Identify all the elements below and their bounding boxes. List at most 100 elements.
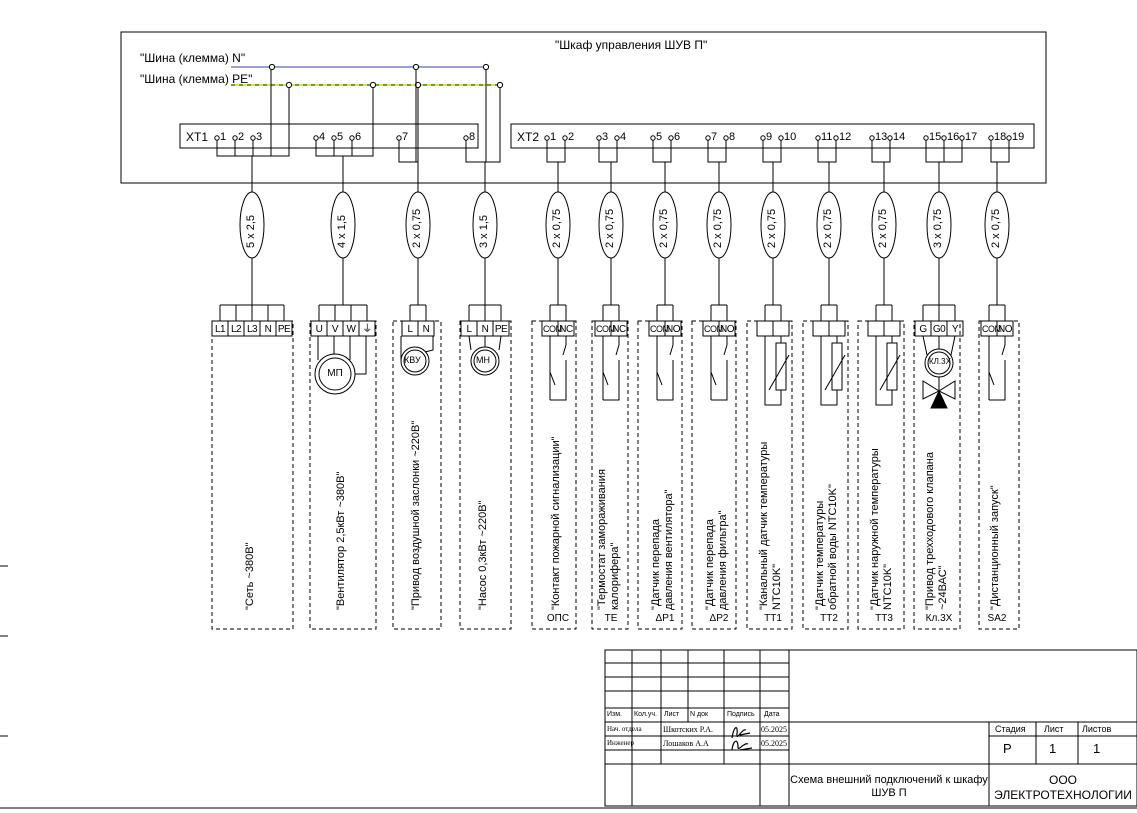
device-2-caption-line-0: "Вентилятор 2,5кВт ~380В": [334, 471, 347, 610]
signature-2: [731, 740, 753, 751]
tb-stage-label: Стадия: [995, 724, 1026, 734]
pump-lead: [468, 335, 472, 351]
device-13-ref: SA2: [987, 613, 1007, 624]
device-5-ref: ОПС: [546, 613, 570, 624]
device-6-terminal-0: COM: [596, 324, 616, 334]
device-7-caption-line-0: "Датчик перепада: [650, 519, 662, 610]
wire-xt2-pair: [598, 140, 618, 163]
xt2-terminal-19: 19: [1012, 131, 1025, 143]
device-13-caption-line-0: "Дистанционный запуск": [988, 485, 1001, 610]
xt2-terminal-12: 12: [839, 131, 852, 143]
xt2-terminal-14: 14: [893, 131, 906, 143]
device-8-terminal-1: NO: [720, 324, 735, 335]
xt1-terminal-2: 2: [238, 131, 245, 143]
thermistor-body: [831, 342, 843, 391]
device-1-terminal-0: L1: [214, 324, 226, 335]
device-12-ref: Кл.3Х: [925, 613, 953, 624]
wire-xt1-8: [465, 70, 487, 163]
xt1-terminal-dot: [250, 135, 256, 141]
xt2-terminal-dot: [778, 135, 784, 141]
xt2-terminal-dot: [544, 135, 550, 141]
xt2-terminal-3: 3: [602, 131, 609, 143]
bus-pe-node: [496, 81, 504, 89]
xt1-terminal-5: 5: [337, 131, 344, 143]
tb-date-1: 05.2025: [761, 739, 787, 748]
device-10-terminal-box: [828, 320, 846, 337]
xt1-terminal-dot: [331, 135, 337, 141]
fan-motor-label: МП: [327, 368, 343, 379]
device-3-terminal-box: [417, 320, 435, 337]
xt1-terminal-3: 3: [256, 131, 263, 143]
device-1-caption-line-0: "Сеть ~380В": [243, 542, 256, 610]
device-8-ref: ΔP2: [709, 613, 729, 624]
switch-return: [603, 360, 620, 401]
switch-blade-4: [549, 371, 556, 386]
xt2-terminal-dot: [988, 135, 994, 141]
tb-header-1: Кол.уч.: [634, 711, 657, 718]
tb-date-0: 05.2025: [761, 725, 787, 734]
xt1-terminal-6: 6: [355, 131, 362, 143]
device-3-caption-line-0: "Привод воздушной заслонки ~220В": [409, 420, 422, 610]
xt2-terminal-dot: [815, 135, 821, 141]
tb-doc-title-line-1: ШУВ П: [871, 787, 907, 799]
wire-xt2-pair: [652, 140, 672, 163]
xt2-terminal-dot: [614, 135, 620, 141]
device-12-terminal-1: G0: [932, 324, 946, 335]
device-3-terminal-1: N: [422, 324, 430, 335]
signature-1: [731, 727, 751, 739]
device-11-caption-line-0: "Датчик наружной температуры: [869, 448, 881, 610]
cable-13-size: 2 х 0,75: [990, 208, 1002, 248]
cable-6-size: 2 х 0,75: [604, 208, 616, 248]
xt2-terminal-dot: [562, 135, 568, 141]
tb-sheet-label: Лист: [1044, 724, 1064, 734]
bus-n-label: "Шина (клемма) N": [140, 51, 246, 65]
xt1-terminal-dot: [349, 135, 355, 141]
device-2-terminal-0: U: [315, 324, 323, 335]
device-4-terminal-2: PE: [494, 324, 508, 335]
device-11-ref: TT3: [875, 613, 893, 624]
wire-pe-4: [486, 88, 501, 163]
cabinet-frame: [120, 31, 1047, 184]
xt2-terminal-block: [510, 123, 1035, 149]
xt2-terminal-17: 17: [965, 131, 978, 143]
device-10-caption-line-1: обратной воды NTC10K": [827, 484, 839, 610]
device-10-ref: TT2: [820, 613, 838, 624]
tb-sheets-value: 1: [1093, 741, 1101, 756]
xt2-terminal-11: 11: [821, 131, 833, 143]
switch-blade-12: [988, 371, 995, 386]
valve-body-bottom: [930, 389, 948, 409]
device-8-caption-line-0: "Датчик перепада: [704, 519, 716, 610]
xt2-terminal-dot: [723, 135, 729, 141]
thermistor-slash: [824, 354, 846, 391]
device-13-frame: [978, 320, 1020, 630]
device-10-terminal-box: [812, 320, 830, 337]
device-11-caption-line-1: NTC10K": [882, 563, 894, 610]
xt2-terminal-5: 5: [656, 131, 663, 143]
xt2-terminal-dot: [959, 135, 965, 141]
tb-sheets-label: Листов: [1082, 724, 1112, 734]
device-7-ref: ΔP1: [655, 613, 675, 624]
xt2-terminal-dot: [705, 135, 711, 141]
device-1-terminal-2: L3: [246, 324, 258, 335]
switch-blade-7: [710, 371, 717, 386]
device-6-ref: ТЕ: [604, 613, 618, 624]
valve-body-left: [922, 380, 941, 400]
xt2-terminal-dot: [869, 135, 875, 141]
cable-12-size: 3 х 0,75: [932, 208, 944, 248]
xt2-terminal-dot: [941, 135, 947, 141]
cabinet-title: "Шкаф управления ШУВ П": [555, 38, 708, 52]
xt2-terminal-2: 2: [568, 131, 575, 143]
tb-header-4: Подпись: [727, 711, 755, 718]
device-8-caption-line-1: давления фильтра": [717, 510, 729, 610]
device-7-caption-line-1: давления вентилятора": [663, 489, 675, 610]
switch-return: [989, 360, 1006, 401]
xt1-terminal-dot: [313, 135, 319, 141]
xt2-label: XT2: [517, 130, 540, 144]
tb-org-line-0: ООО: [1048, 773, 1077, 787]
xt2-terminal-dot: [1006, 135, 1012, 141]
xt2-terminal-18: 18: [994, 131, 1007, 143]
xt2-terminal-4: 4: [620, 131, 627, 143]
xt2-terminal-16: 16: [947, 131, 960, 143]
wire-xt2-pair: [817, 140, 837, 163]
